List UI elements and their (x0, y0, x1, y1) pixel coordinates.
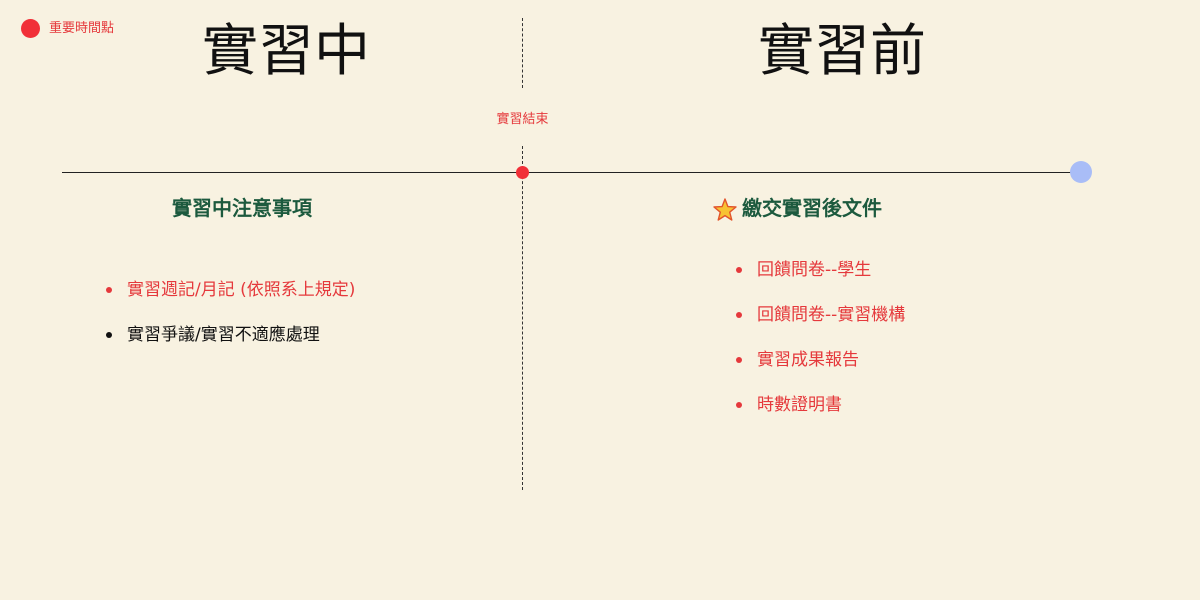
right-section-heading: 繳交實習後文件 (742, 196, 882, 220)
bullet-icon (736, 312, 742, 318)
bullet-icon (106, 332, 112, 338)
list-item: 實習成果報告 (734, 349, 905, 394)
divider-main (522, 146, 523, 490)
star-icon (713, 198, 737, 221)
list-item: 回饋問卷--學生 (734, 259, 905, 304)
bullet-icon (106, 287, 112, 293)
bullet-icon (736, 357, 742, 363)
timeline-end-label: 實習結束 (496, 112, 549, 127)
divider-top (522, 18, 523, 88)
legend-dot (21, 19, 40, 38)
timeline-line (62, 172, 1081, 173)
column-title-right: 實習前 (758, 19, 926, 84)
bullet-icon (736, 402, 742, 408)
left-section-heading: 實習中注意事項 (172, 196, 312, 220)
list-item: 回饋問卷--實習機構 (734, 304, 905, 349)
bullet-icon (736, 267, 742, 273)
list-item-text: 實習成果報告 (757, 350, 859, 370)
list-item-text: 實習爭議/實習不適應處理 (127, 325, 320, 345)
list-item-text: 回饋問卷--實習機構 (757, 305, 906, 325)
left-item-list: 實習週記/月記 (依照系上規定) 實習爭議/實習不適應處理 (104, 279, 355, 369)
list-item: 實習爭議/實習不適應處理 (104, 324, 355, 369)
legend-label: 重要時間點 (49, 21, 115, 36)
right-item-list: 回饋問卷--學生 回饋問卷--實習機構 實習成果報告 時數證明書 (734, 259, 905, 439)
list-item: 時數證明書 (734, 394, 905, 439)
list-item-text: 時數證明書 (757, 395, 842, 415)
list-item-text: 回饋問卷--學生 (757, 260, 872, 280)
timeline-start-marker (1070, 161, 1092, 183)
list-item: 實習週記/月記 (依照系上規定) (104, 279, 355, 324)
list-item-text: 實習週記/月記 (依照系上規定) (127, 280, 356, 300)
timeline-end-marker (516, 166, 529, 179)
column-title-left: 實習中 (202, 19, 370, 84)
